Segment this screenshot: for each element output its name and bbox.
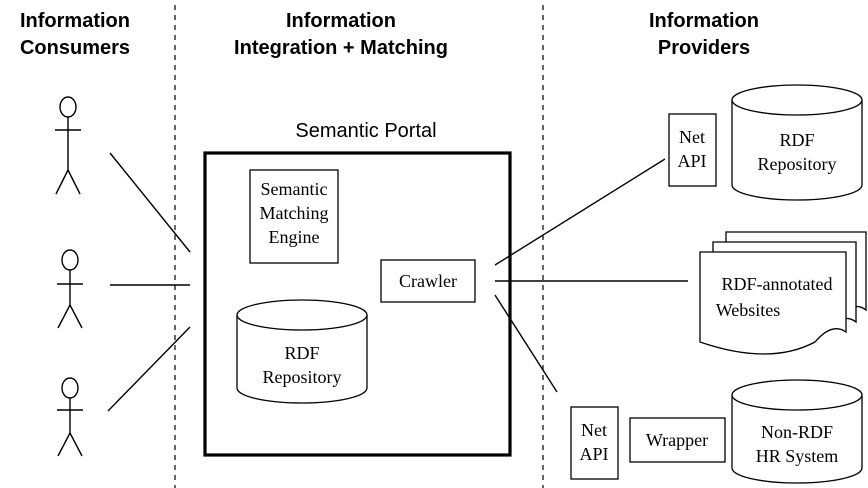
net-api-bottom-line1: Net bbox=[581, 420, 607, 440]
net-api-top: Net API bbox=[668, 113, 717, 187]
wrapper: Wrapper bbox=[629, 417, 726, 463]
engine-line2: Matching bbox=[260, 203, 329, 223]
provider-repository-line2: Repository bbox=[758, 154, 837, 174]
websites-document-stack-icon: RDF-annotated Websites bbox=[699, 231, 867, 355]
crawler-link-top bbox=[494, 158, 666, 266]
net-api-top-line1: Net bbox=[679, 127, 705, 147]
consumer-figure-3-icon bbox=[57, 377, 83, 457]
net-api-bottom-line2: API bbox=[579, 444, 608, 464]
websites-line1: RDF-annotated bbox=[722, 274, 833, 294]
hr-system-line1: Non-RDF bbox=[761, 422, 833, 442]
portal-repository-icon: RDF Repository bbox=[236, 299, 368, 404]
crawler-label: Crawler bbox=[399, 271, 457, 291]
net-api-bottom: Net API bbox=[570, 406, 619, 480]
wrapper-label: Wrapper bbox=[646, 430, 708, 450]
header-consumers: Information Consumers bbox=[20, 10, 130, 59]
portal-repository-line1: RDF bbox=[284, 343, 319, 363]
header-providers: Information Providers bbox=[649, 10, 759, 59]
header-integration: Information Integration + Matching bbox=[234, 10, 448, 59]
hr-system-line2: HR System bbox=[756, 446, 839, 466]
header-providers-line2: Providers bbox=[658, 37, 750, 59]
provider-repository-icon: RDF Repository bbox=[731, 84, 863, 201]
header-integration-line1: Information bbox=[286, 10, 396, 32]
header-providers-line1: Information bbox=[649, 10, 759, 32]
consumer-figure-2-icon bbox=[57, 249, 83, 329]
portal-title: Semantic Portal bbox=[295, 120, 436, 142]
engine-line1: Semantic bbox=[261, 179, 328, 199]
header-integration-line2: Integration + Matching bbox=[234, 37, 448, 59]
semantic-matching-engine: Semantic Matching Engine bbox=[249, 169, 339, 264]
portal-repository-line2: Repository bbox=[263, 367, 342, 387]
crawler: Crawler bbox=[380, 259, 476, 303]
websites-line2: Websites bbox=[716, 300, 781, 320]
crawler-link-bottom bbox=[494, 294, 558, 393]
provider-repository-line1: RDF bbox=[779, 130, 814, 150]
header-consumers-line2: Consumers bbox=[20, 37, 130, 59]
hr-system-database-icon: Non-RDF HR System bbox=[731, 379, 863, 484]
semantic-portal-box bbox=[203, 151, 512, 457]
consumer-link-3 bbox=[107, 326, 191, 412]
header-consumers-line1: Information bbox=[20, 10, 130, 32]
consumer-link-1 bbox=[109, 152, 191, 253]
engine-line3: Engine bbox=[269, 227, 320, 247]
consumer-figure-1-icon bbox=[55, 96, 81, 195]
net-api-top-line2: API bbox=[677, 151, 706, 171]
